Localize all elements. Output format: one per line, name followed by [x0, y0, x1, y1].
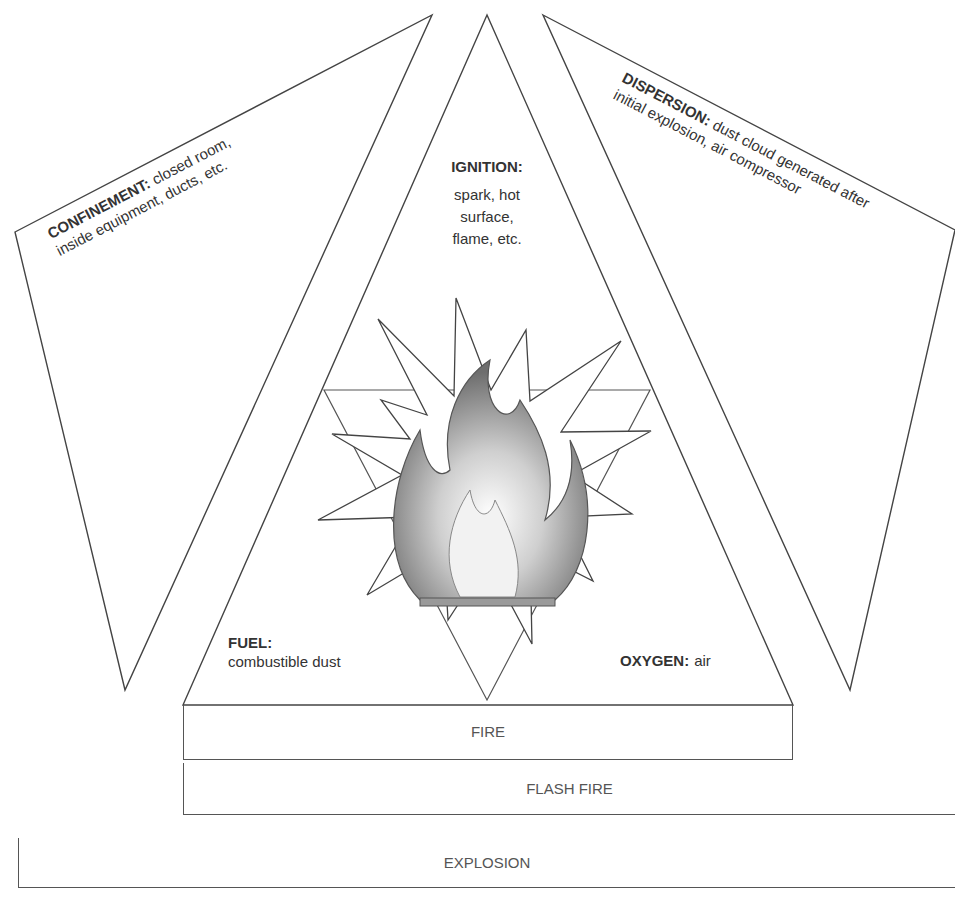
flash-fire-band: FLASH FIRE — [183, 763, 955, 815]
explosion-band: EXPLOSION — [18, 838, 955, 888]
dispersion-wedge: DISPERSION:dust cloud generated after in… — [540, 10, 955, 700]
text-slot: OXYGEN: — [620, 652, 689, 670]
confinement-wedge: CONFINEMENT:closed room, inside equipmen… — [10, 10, 445, 700]
text-slot: combustible dust — [228, 653, 341, 671]
inner-flame — [449, 490, 518, 597]
text-slot: FLASH FIRE — [526, 780, 613, 798]
explosion-burst — [318, 298, 651, 644]
factor-text: combustible dust — [228, 653, 341, 671]
band-label: EXPLOSION — [444, 854, 531, 872]
text-group: DISPERSION:dust cloud generated after in… — [610, 68, 876, 231]
grate — [420, 598, 555, 606]
outline-path — [183, 15, 793, 705]
factor-text: closed room, inside equipment, ducts, et… — [53, 133, 233, 259]
outline-shape — [540, 10, 955, 700]
text-slot: IGNITION: — [451, 158, 523, 176]
text-slot: FUEL: — [228, 634, 272, 652]
factor-text: dust cloud generated after initial explo… — [611, 86, 873, 212]
factor-heading: IGNITION: — [451, 158, 523, 176]
outline-path — [543, 15, 955, 690]
text-group: CONFINEMENT:closed room, inside equipmen… — [44, 115, 274, 260]
outline-shape — [10, 10, 445, 700]
band-label: FLASH FIRE — [526, 780, 613, 798]
text-slot: spark, hot surface, flame, etc. — [441, 184, 533, 250]
text-slot: air — [694, 652, 711, 670]
band-label: FIRE — [471, 723, 505, 741]
factor-heading: FUEL: — [228, 634, 272, 652]
text-slot: EXPLOSION — [444, 854, 531, 872]
outline-path — [15, 15, 432, 690]
factor-text: air — [694, 652, 711, 670]
factor-text: spark, hot surface, flame, etc. — [441, 184, 533, 250]
flame — [394, 360, 588, 600]
text-slot: FIRE — [471, 723, 505, 741]
fire-band: FIRE — [183, 705, 793, 760]
factor-heading: OXYGEN: — [620, 652, 689, 670]
